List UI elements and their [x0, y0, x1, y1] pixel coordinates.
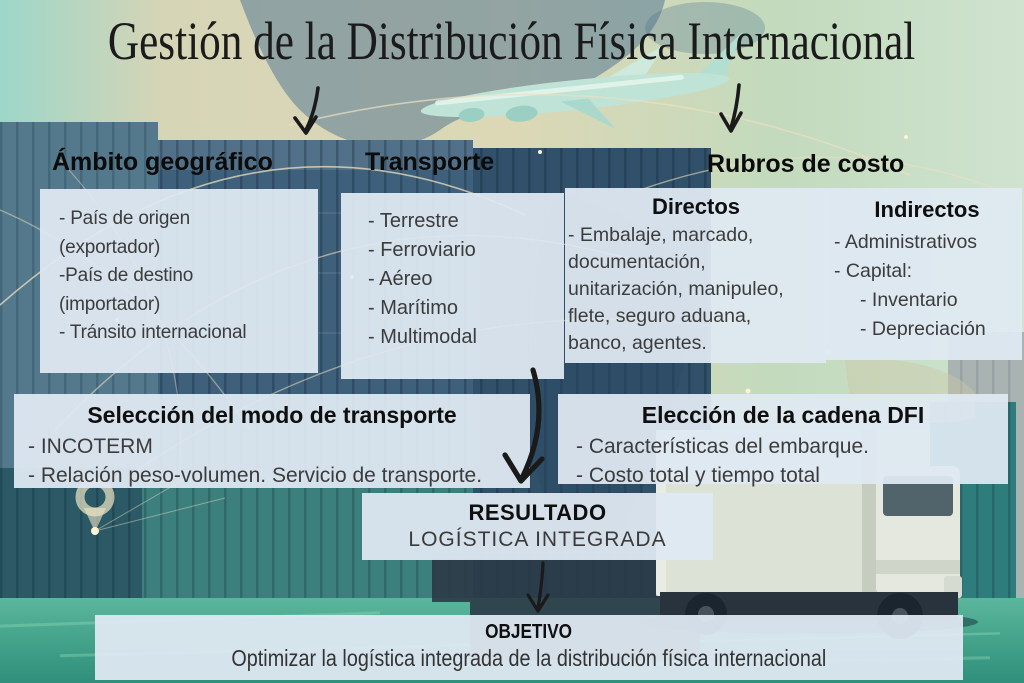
list-item: flete, seguro aduana,	[568, 305, 752, 327]
list-item: unitarización, manipuleo,	[568, 278, 784, 300]
panel-transporte: - Terrestre - Ferroviario - Aéreo - Marí…	[341, 193, 564, 379]
list-item: - Ferroviario	[368, 239, 476, 261]
list-item: - Tránsito internacional	[59, 322, 247, 343]
panel-title: OBJETIVO	[485, 621, 573, 643]
panel-title: Directos	[651, 194, 741, 219]
list-item: - INCOTERM	[28, 435, 153, 458]
list-item: - Costo total y tiempo total	[576, 464, 820, 487]
list-item: - Embalaje, marcado,	[568, 224, 754, 246]
panel-text: Optimizar la logística integrada de la d…	[231, 645, 827, 671]
panel-ambito-geografico: - País de origen (exportador) -País de d…	[40, 189, 318, 373]
panel-seleccion-modo-transporte: Selección del modo de transporte - INCOT…	[14, 394, 530, 488]
panel-title: Selección del modo de transporte	[87, 402, 457, 428]
list-item: - Características del embarque.	[576, 435, 869, 458]
panel-title: Elección de la cadena DFI	[641, 402, 925, 428]
list-item: banco, agentes.	[568, 332, 707, 354]
panel-resultado: RESULTADO LOGÍSTICA INTEGRADA	[362, 493, 713, 560]
list-item: (importador)	[59, 293, 161, 315]
list-item: - Marítimo	[368, 297, 458, 319]
panel-costos-indirectos: Indirectos - Administrativos - Capital: …	[824, 188, 1022, 360]
list-item: - Capital:	[834, 260, 913, 282]
list-item: - País de origen	[59, 208, 190, 229]
list-item: -País de destino	[59, 265, 194, 286]
section-header-transporte: Transporte	[365, 148, 495, 176]
page-title: Gestión de la Distribución Física Intern…	[108, 11, 916, 71]
list-item: - Administrativos	[834, 231, 978, 253]
world-map-shape	[240, 0, 665, 147]
panel-eleccion-cadena-dfi: Elección de la cadena DFI - Característi…	[558, 394, 1008, 487]
list-item: (exportador)	[59, 236, 161, 258]
panel-title: Indirectos	[874, 197, 980, 222]
list-item: - Multimodal	[368, 326, 477, 348]
panel-title: RESULTADO	[468, 500, 607, 525]
panel-costos-directos: Directos - Embalaje, marcado, documentac…	[565, 188, 826, 363]
list-item: documentación,	[568, 251, 706, 273]
title-bar: Gestión de la Distribución Física Intern…	[0, 10, 1024, 72]
panel-objetivo: OBJETIVO Optimizar la logística integrad…	[95, 615, 963, 680]
list-item: - Aéreo	[368, 268, 433, 290]
list-item: - Depreciación	[860, 318, 986, 340]
list-item: - Inventario	[860, 289, 958, 311]
section-header-rubros: Rubros de costo	[707, 150, 905, 178]
section-header-ambito: Ámbito geográfico	[52, 148, 273, 176]
list-item: - Relación peso-volumen. Servicio de tra…	[28, 464, 483, 487]
panel-subtitle: LOGÍSTICA INTEGRADA	[408, 528, 667, 551]
list-item: - Terrestre	[368, 210, 459, 232]
